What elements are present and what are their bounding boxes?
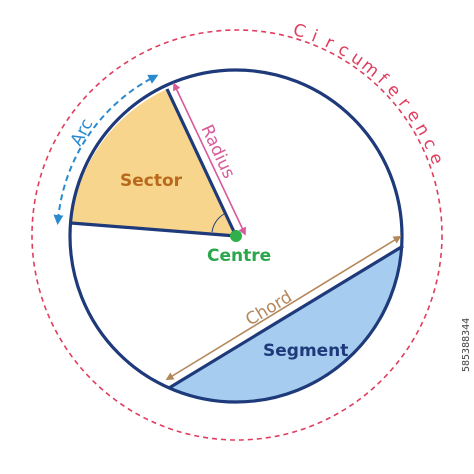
- arc-label: Arc: [67, 116, 98, 150]
- segment-region: [169, 246, 403, 403]
- stock-id-label: 585388344: [461, 318, 472, 372]
- circumference-letter: e: [383, 80, 405, 101]
- centre-label: Centre: [207, 246, 271, 266]
- radius-arrow: [173, 82, 246, 236]
- circumference-letter: C: [291, 20, 308, 43]
- circumference-letter: r: [322, 32, 337, 53]
- circumference-letter: i: [309, 26, 321, 46]
- circumference-letter: n: [411, 120, 434, 139]
- circumference-letter: e: [425, 150, 447, 167]
- circumference-letter: c: [418, 135, 440, 152]
- sector-label: Sector: [120, 171, 183, 191]
- circumference-letter: c: [334, 39, 352, 61]
- segment-label: Segment: [263, 341, 348, 361]
- circumference-dashed-circle: [31, 29, 443, 441]
- circumference-letter: r: [394, 94, 414, 112]
- arc-arrow: [53, 74, 159, 225]
- chord-arrow: [165, 235, 402, 381]
- centre-dot: [230, 230, 242, 242]
- main-circle: [68, 68, 404, 404]
